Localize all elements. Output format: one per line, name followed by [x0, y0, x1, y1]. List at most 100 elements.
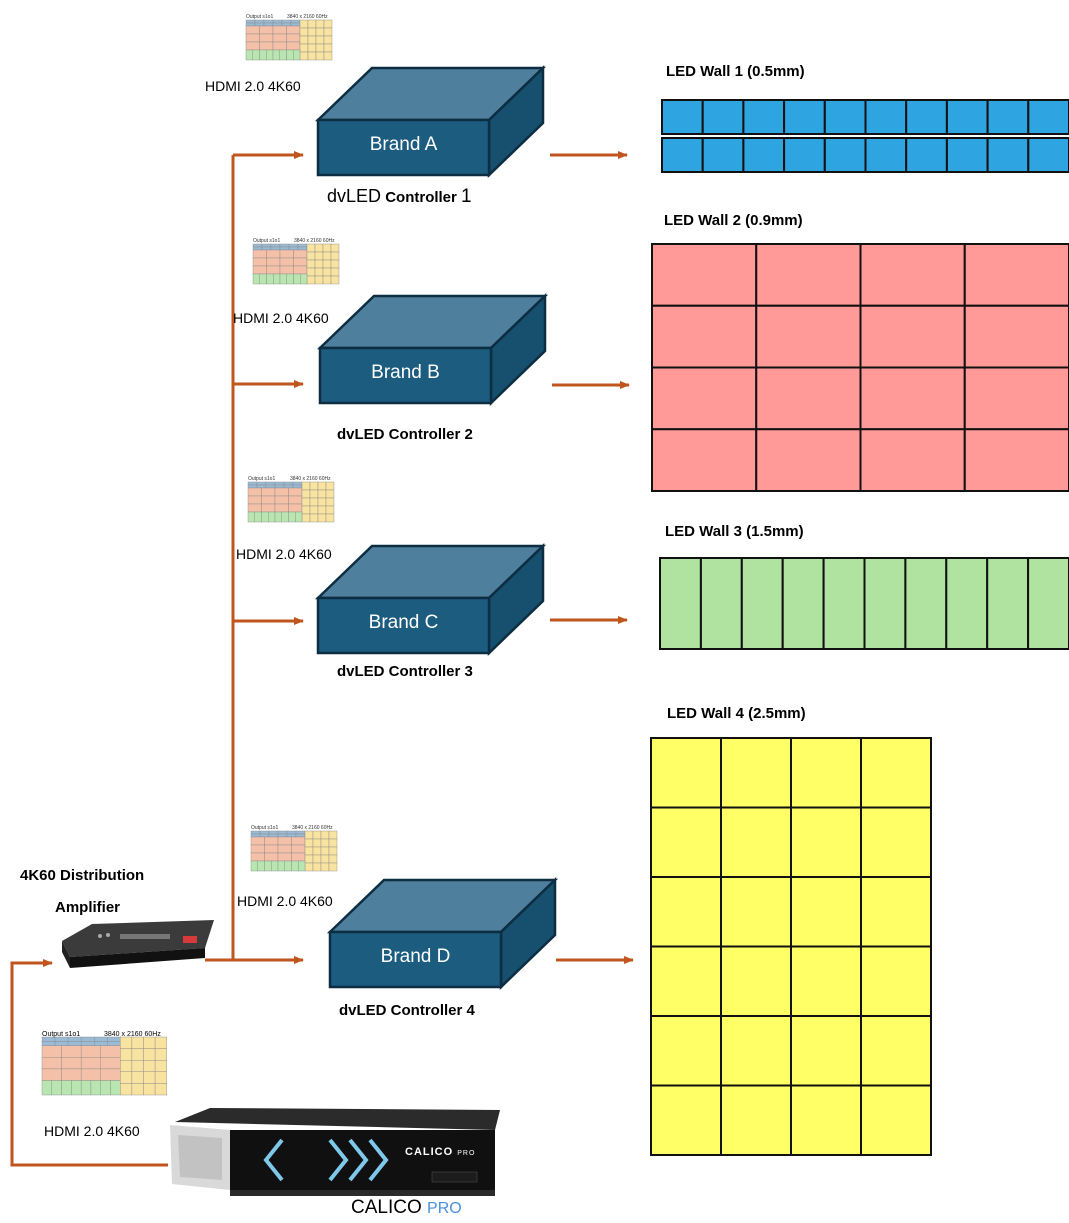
led-panel-tile — [659, 557, 702, 650]
led-panel-tile — [860, 1084, 932, 1156]
led-panel-tile — [864, 99, 908, 135]
led-panel-tile — [860, 876, 932, 948]
led-panel-tile — [742, 99, 786, 135]
led-panel-tile — [790, 1084, 862, 1156]
led-panel-tile — [1027, 557, 1069, 650]
signal-thumbnail-3 — [247, 481, 335, 523]
led-wall-2-title: LED Wall 2 (0.9mm) — [664, 212, 803, 229]
led-panel-tile — [650, 1015, 722, 1087]
led-panel-tile — [650, 806, 722, 878]
led-panel-tile — [755, 428, 862, 492]
thumb-caption-left: Output s1o1 — [253, 238, 281, 244]
source-name-main: CALICO — [351, 1197, 422, 1218]
amplifier-title-line-1: 4K60 Distribution — [20, 867, 145, 884]
led-panel-tile — [945, 557, 989, 650]
led-panel-tile — [701, 99, 745, 135]
thumb-caption-right: 3840 x 2160 60Hz — [292, 825, 333, 831]
led-panel-tile — [650, 1084, 722, 1156]
led-panel-tile — [945, 137, 989, 173]
source-device-caption: CALICO PRO — [351, 1197, 462, 1219]
led-wall-3-grid — [659, 557, 1069, 650]
led-wall-4-title: LED Wall 4 (2.5mm) — [667, 705, 806, 722]
thumb-caption-left: Output s1o1 — [246, 14, 274, 20]
controller-1-title-num: 1 — [461, 186, 472, 207]
led-panel-tile — [755, 243, 862, 307]
led-panel-tile — [860, 737, 932, 809]
led-panel-tile — [963, 243, 1069, 307]
led-panel-tile — [860, 806, 932, 878]
led-panel-tile — [860, 945, 932, 1017]
thumb-caption-left: Output s1o1 — [248, 476, 276, 482]
led-panel-tile — [822, 557, 866, 650]
thumb-caption-left: Output s1o1 — [251, 825, 279, 831]
led-panel-tile — [783, 99, 826, 135]
led-panel-tile — [781, 557, 825, 650]
led-panel-tile — [860, 1015, 932, 1087]
controller-1-title-main: dvLED — [327, 186, 382, 206]
led-panel-tile — [823, 137, 867, 173]
led-panel-tile — [963, 428, 1069, 492]
led-panel-tile — [945, 99, 989, 135]
calico-panel-text-small: PRO — [457, 1150, 476, 1157]
led-wall-4-grid — [650, 737, 932, 1156]
controller-box-3 — [314, 543, 547, 656]
led-panel-tile — [986, 557, 1030, 650]
calico-panel-label: CALICO PRO — [405, 1146, 475, 1158]
controller-2-title: dvLED Controller 2 — [337, 426, 473, 443]
controller-box-4 — [326, 877, 559, 990]
led-panel-tile — [755, 304, 862, 369]
led-panel-tile — [720, 1015, 792, 1087]
led-panel-tile — [740, 557, 784, 650]
source-name-accent: PRO — [427, 1200, 462, 1217]
led-panel-tile — [963, 366, 1069, 431]
led-panel-tile — [904, 557, 948, 650]
distribution-amplifier-device — [62, 920, 214, 968]
hdmi-label-controller-3: HDMI 2.0 4K60 — [236, 546, 332, 562]
led-panel-tile — [790, 876, 862, 948]
led-panel-tile — [859, 243, 966, 307]
hdmi-label-controller-4: HDMI 2.0 4K60 — [237, 893, 333, 909]
led-panel-tile — [859, 428, 966, 492]
controller-3-title: dvLED Controller 3 — [337, 663, 473, 680]
led-wall-1-grid — [661, 99, 1069, 173]
signal-thumbnail-4 — [250, 830, 338, 872]
led-panel-tile — [823, 99, 867, 135]
controller-3-brand-label: Brand C — [368, 612, 439, 633]
hdmi-label-controller-2: HDMI 2.0 4K60 — [233, 310, 329, 326]
controller-box-2 — [316, 293, 549, 406]
controller-box-1 — [314, 65, 547, 178]
controller-1-title: dvLED Controller 1 — [327, 186, 472, 208]
signal-thumbnail-1 — [245, 19, 333, 61]
led-panel-tile — [701, 137, 745, 173]
controller-1-brand-label: Brand A — [369, 134, 438, 155]
led-panel-tile — [986, 99, 1030, 135]
controller-1-title-rest: Controller — [381, 189, 457, 206]
calico-panel-text: CALICO — [405, 1146, 454, 1158]
thumb-caption-right: 3840 x 2160 60Hz — [104, 1031, 161, 1038]
led-panel-tile — [720, 737, 792, 809]
led-panel-tile — [651, 366, 758, 431]
led-panel-tile — [783, 137, 826, 173]
controller-4-title: dvLED Controller 4 — [339, 1002, 475, 1019]
led-panel-tile — [863, 557, 907, 650]
led-panel-tile — [651, 428, 758, 492]
led-panel-tile — [864, 137, 908, 173]
led-panel-tile — [650, 876, 722, 948]
led-panel-tile — [963, 304, 1069, 369]
thumb-caption-right: 3840 x 2160 60Hz — [287, 14, 328, 20]
led-panel-tile — [755, 366, 862, 431]
source-to-amplifier-line — [10, 959, 168, 1167]
led-panel-tile — [859, 304, 966, 369]
led-panel-tile — [986, 137, 1030, 173]
led-panel-tile — [720, 1084, 792, 1156]
led-panel-tile — [661, 99, 704, 135]
thumb-caption-right: 3840 x 2160 60Hz — [290, 476, 331, 482]
led-panel-tile — [651, 243, 758, 307]
hdmi-label-controller-1: HDMI 2.0 4K60 — [205, 78, 301, 94]
led-panel-tile — [742, 137, 786, 173]
led-wall-2-grid — [651, 243, 1069, 492]
signal-thumbnail-source — [41, 1036, 167, 1096]
controller-4-brand-label: Brand D — [380, 946, 451, 967]
led-panel-tile — [905, 137, 948, 173]
